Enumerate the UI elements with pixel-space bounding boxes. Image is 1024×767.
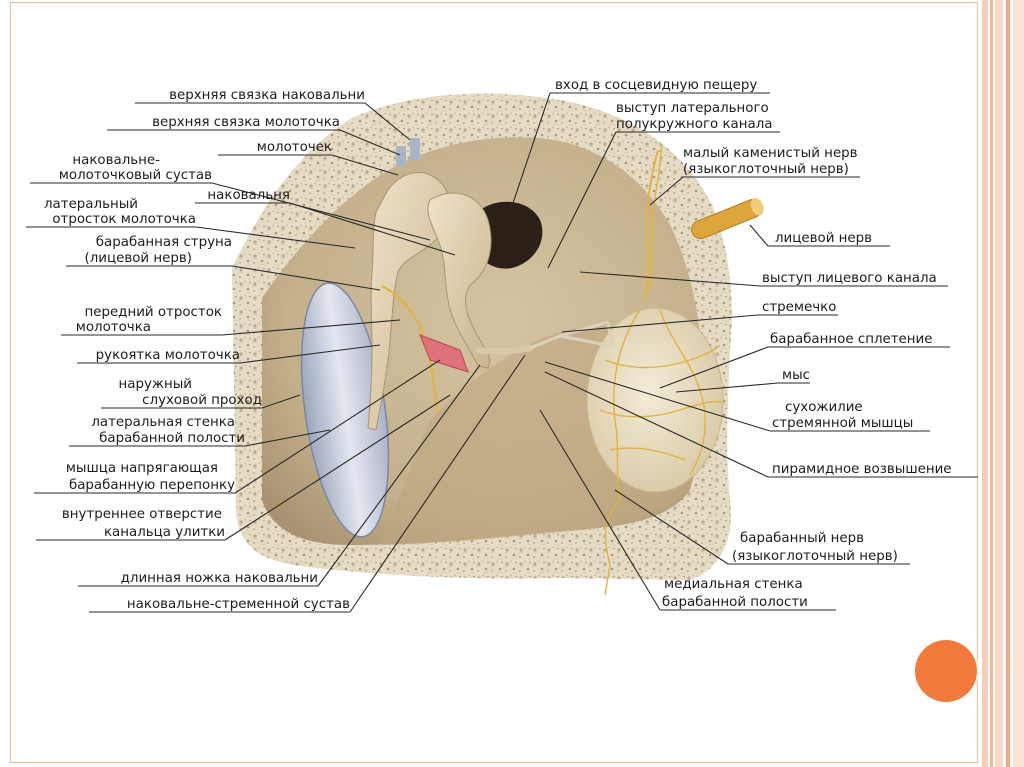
label-tympanic-nerve-2: (языкоглоточный нерв)	[732, 549, 898, 564]
label-lateral-process-1: латеральный	[44, 197, 138, 212]
label-superior-lig-malleus: верхняя связка молоточка	[152, 115, 340, 130]
label-lateral-wall-1: латеральная стенка	[91, 415, 235, 430]
label-tympanic-nerve-1: барабанный нерв	[740, 530, 864, 546]
label-stapes: стремечко	[762, 300, 836, 315]
label-lateral-wall-2: барабанной полости	[99, 430, 245, 446]
label-stapedius-2: стремянной мышцы	[772, 416, 913, 431]
label-promontory: мыс	[782, 368, 810, 383]
incus-long-limb	[478, 348, 530, 351]
label-external-meatus-2: слуховой проход	[142, 393, 262, 408]
label-chorda-tympani-1: барабанная струна	[96, 234, 232, 250]
ligament-malleus	[396, 146, 406, 166]
label-aditus: вход в сосцевидную пещеру	[555, 78, 757, 93]
label-incus: наковальня	[207, 188, 290, 203]
label-anterior-process-1: передний отросток	[84, 305, 222, 320]
label-malleus: молоточек	[257, 140, 332, 155]
label-lesser-petrosal-1: малый каменистый нерв	[683, 146, 858, 161]
label-facial-canal: выступ лицевого канала	[762, 271, 937, 286]
label-incudomallear-joint-2: молоточковый сустав	[59, 168, 212, 183]
label-lesser-petrosal-2: (языкоглоточный нерв)	[683, 162, 849, 177]
label-medial-wall-1: медиальная стенка	[664, 577, 803, 592]
label-internal-opening-2: канальца улитки	[104, 525, 225, 540]
label-long-limb-incus: длинная ножка наковальни	[121, 571, 318, 586]
label-tensor-tympani-2: барабанную перепонку	[69, 477, 235, 493]
label-external-meatus-1: наружный	[119, 377, 192, 392]
label-lateral-canal-2: полукружного канала	[616, 117, 772, 132]
label-anterior-process-2: молоточка	[76, 320, 151, 335]
label-incudomallear-joint-1: наковальне-	[72, 153, 160, 168]
label-incudostapedial-joint: наковальне-стременной сустав	[127, 597, 350, 612]
label-tensor-tympani-1: мышца напрягающая	[66, 461, 218, 476]
label-pyramidal-eminence: пирамидное возвышение	[772, 462, 952, 477]
ligament-incus	[410, 138, 420, 160]
label-superior-lig-incus: верхняя связка наковальни	[169, 88, 365, 103]
label-internal-opening-1: внутреннее отверстие	[62, 507, 222, 522]
label-facial-nerve: лицевой нерв	[775, 231, 872, 246]
label-chorda-tympani-2: (лицевой нерв)	[85, 251, 193, 266]
label-medial-wall-2: барабанной полости	[662, 594, 808, 610]
label-lateral-canal-1: выступ латерального	[616, 101, 769, 116]
label-tympanic-plexus: барабанное сплетение	[770, 331, 932, 347]
label-stapedius-1: сухожилие	[785, 400, 863, 415]
accent-circle	[915, 640, 977, 702]
label-handle-malleus: рукоятка молоточка	[96, 348, 240, 363]
label-lateral-process-2: отросток молоточка	[52, 212, 196, 227]
